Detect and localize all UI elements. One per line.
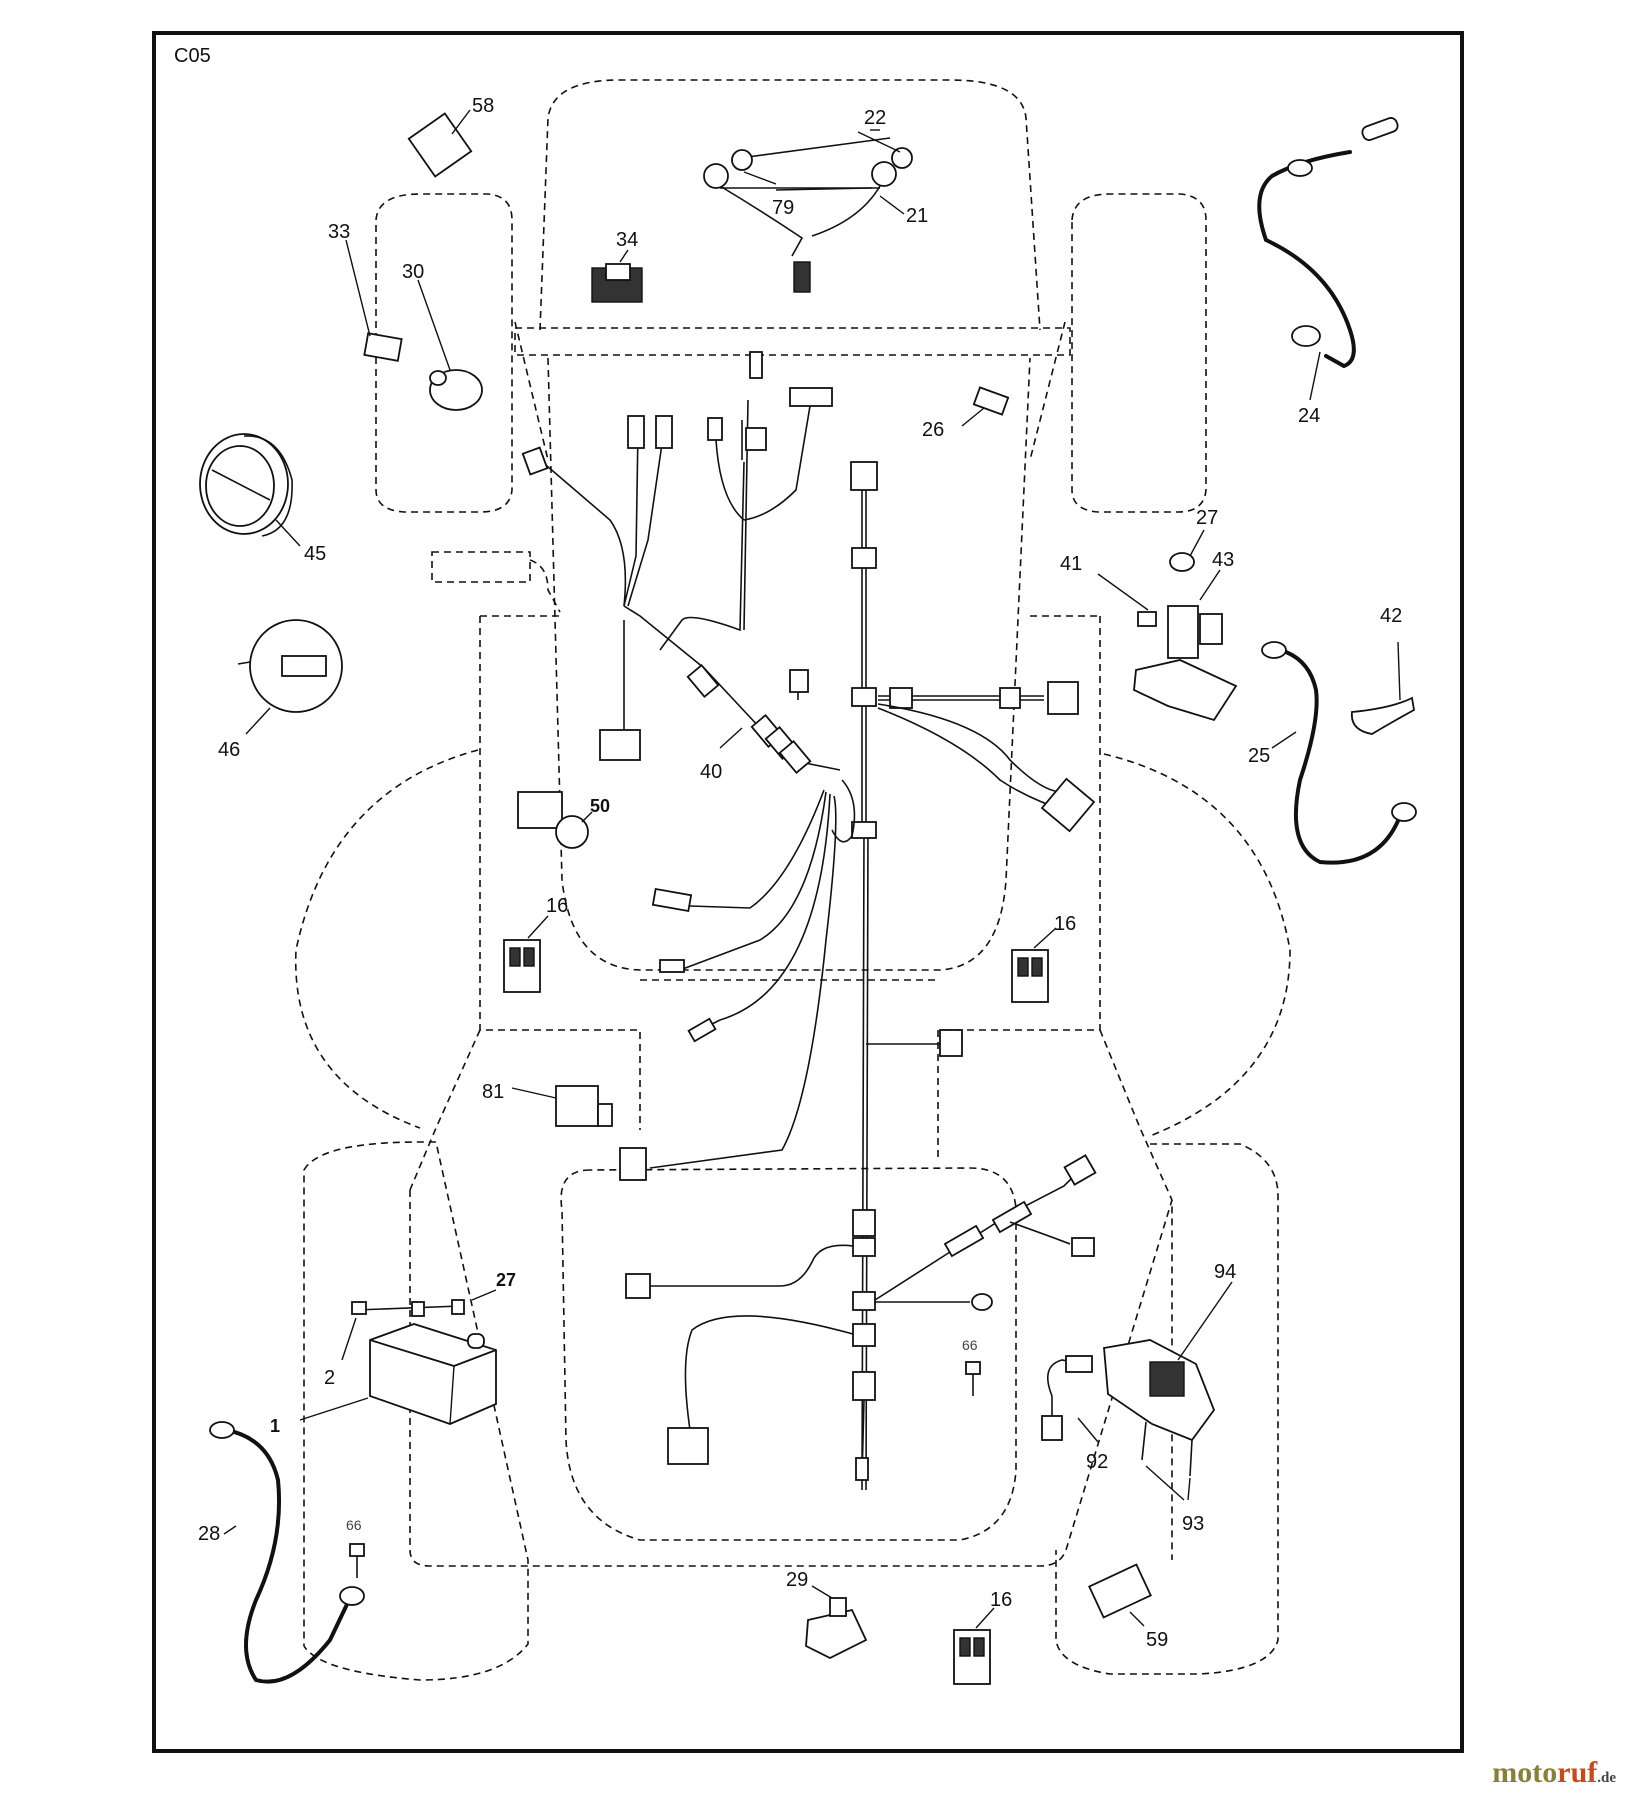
callout-label: 92 (1086, 1451, 1108, 1473)
callout-label: 59 (1146, 1629, 1168, 1651)
callout-label: 66 (962, 1337, 978, 1353)
callout-label: 45 (304, 543, 326, 565)
callout-label: 41 (1060, 553, 1082, 575)
callout-label: 1 (270, 1416, 280, 1436)
part-solenoid: 27 41 43 (1060, 507, 1238, 722)
part-battery: 27 2 1 (270, 1270, 516, 1436)
part-94: 94 (1103, 1261, 1236, 1442)
callout-label: 16 (1054, 913, 1076, 935)
callout-label: 16 (990, 1589, 1012, 1611)
part-headlights: 22 79 21 (703, 107, 928, 293)
callout-label: 16 (546, 895, 568, 917)
part-42: 42 (1350, 605, 1415, 735)
part-40: 40 (700, 727, 743, 783)
callout-label: 34 (616, 229, 638, 251)
diagram-code: C05 (174, 45, 211, 67)
callout-label: 79 (772, 197, 794, 219)
callout-label: 42 (1380, 605, 1402, 627)
callout-label: 50 (590, 796, 610, 816)
part-29: 29 (786, 1569, 868, 1660)
part-26: 26 (922, 386, 1010, 441)
part-66-mid: 66 (962, 1337, 981, 1396)
callout-label: 21 (906, 205, 928, 227)
callout-label: 93 (1182, 1513, 1204, 1535)
callout-label: 30 (402, 261, 424, 283)
part-81: 81 (482, 1081, 613, 1127)
watermark-logo: motoruf.de (1492, 1756, 1616, 1790)
callout-label: 27 (1196, 507, 1218, 529)
callout-label: 24 (1298, 405, 1320, 427)
tractor-outline (294, 79, 1291, 1681)
callout-label: 27 (496, 1270, 516, 1290)
callout-label: 43 (1212, 549, 1234, 571)
callout-label: 25 (1248, 745, 1270, 767)
part-28: 28 (198, 1421, 365, 1684)
watermark-part: moto (1492, 1756, 1558, 1789)
part-33: 33 (328, 221, 403, 362)
part-16-right: 16 (1011, 913, 1076, 1003)
watermark-part: ruf (1557, 1756, 1598, 1789)
callout-label: 46 (218, 739, 240, 761)
part-25: 25 (1248, 641, 1417, 865)
callout-label: 66 (346, 1517, 362, 1533)
callout-label: 58 (472, 95, 494, 117)
part-16-bottom: 16 (953, 1589, 1012, 1685)
part-92: 92 (1041, 1355, 1108, 1473)
callout-label: 29 (786, 1569, 808, 1591)
callout-label: 22 (864, 107, 886, 129)
part-59: 59 (1088, 1563, 1168, 1651)
part-46: 46 (218, 619, 343, 761)
part-50: 50 (517, 791, 610, 849)
main-harness (521, 351, 1097, 1491)
part-93: 93 (1141, 1421, 1204, 1535)
diagram-frame (152, 31, 1464, 1753)
callout-label: 2 (324, 1367, 335, 1389)
callout-label: 40 (700, 761, 722, 783)
callout-label: 28 (198, 1523, 220, 1545)
callout-label: 94 (1214, 1261, 1236, 1283)
part-45: 45 (199, 433, 326, 565)
part-16-left: 16 (503, 895, 568, 993)
callout-label: 33 (328, 221, 350, 243)
callout-label: 81 (482, 1081, 504, 1103)
part-66-left: 66 (346, 1517, 365, 1578)
part-58: 58 (407, 95, 494, 178)
part-34: 34 (591, 229, 643, 303)
watermark-suffix: .de (1597, 1770, 1616, 1786)
part-30: 30 (402, 261, 483, 411)
callout-label: 26 (922, 419, 944, 441)
part-24: 24 (1257, 117, 1399, 427)
